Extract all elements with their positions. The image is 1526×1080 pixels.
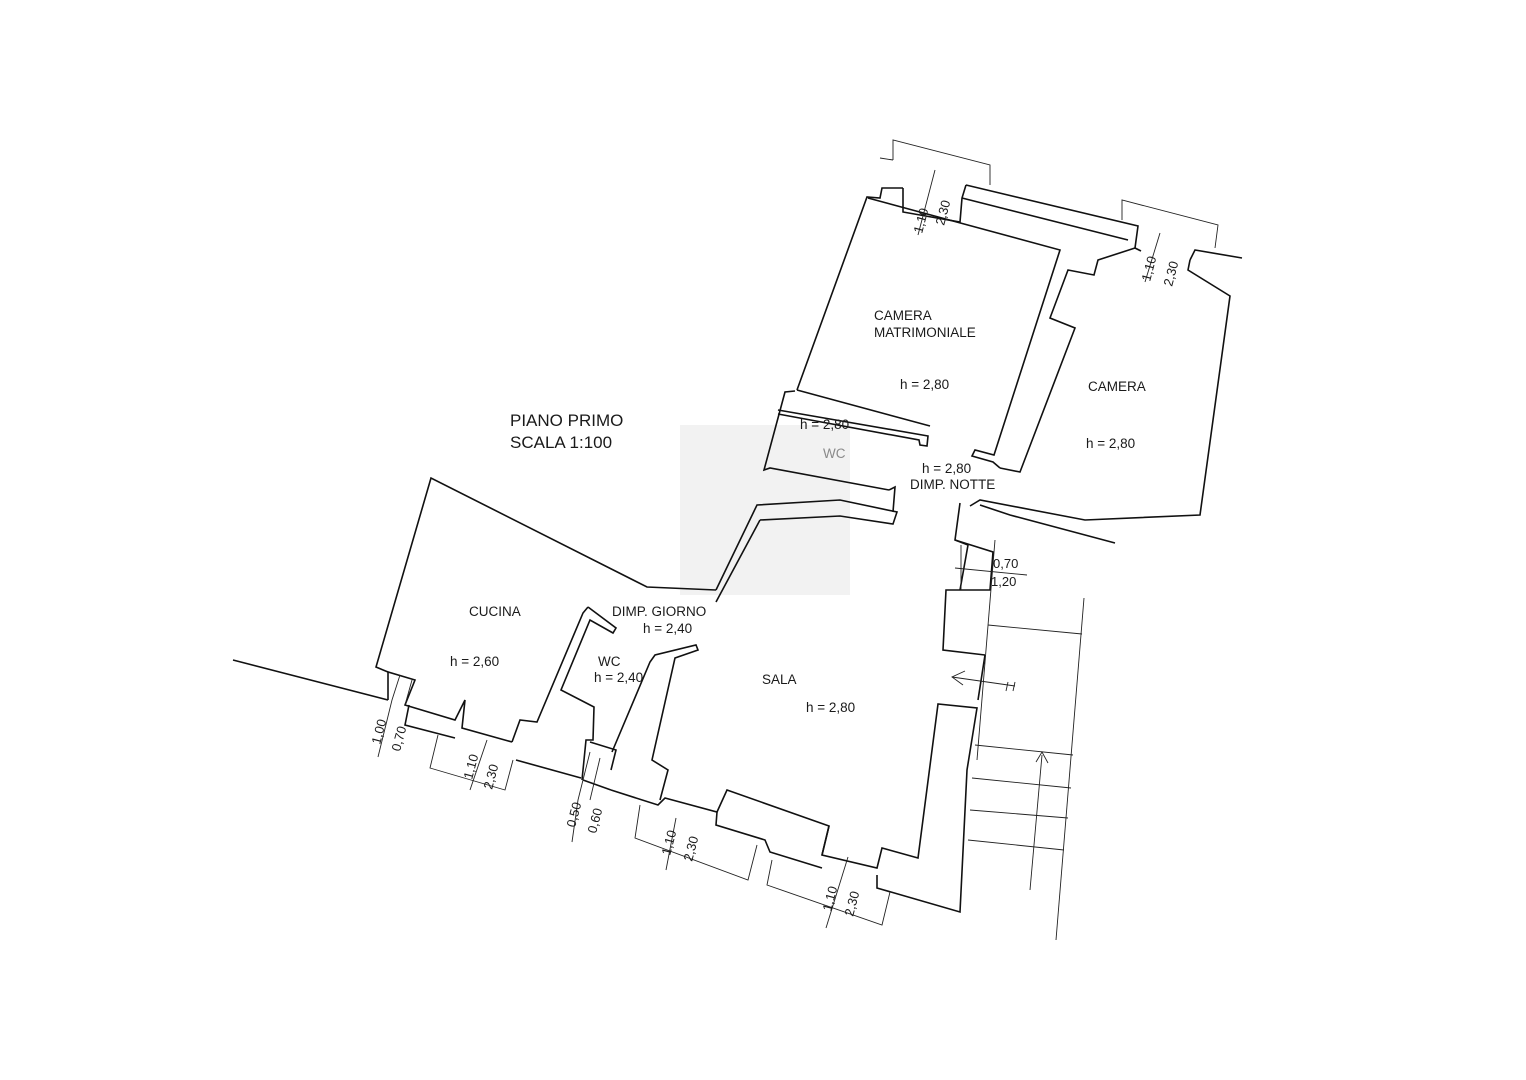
room-camera-matrimoniale-name-2: MATRIMONIALE: [874, 325, 976, 340]
room-wc-lower-name: WC: [598, 654, 621, 669]
room-cucina-height: h = 2,60: [450, 654, 499, 669]
plan-title: PIANO PRIMO: [510, 411, 623, 430]
door-right-height: 1,20: [991, 574, 1016, 589]
room-wc-upper-name: WC: [823, 446, 846, 461]
window-cucina-height: 2,30: [480, 762, 501, 790]
room-disimpegno-giorno-height: h = 2,40: [643, 621, 692, 636]
window-top-right-width: 1,10: [1138, 254, 1159, 282]
window-marks: [377, 139, 1219, 929]
plan-scale: SCALA 1:100: [510, 433, 612, 452]
door-right-width: 0,70: [993, 556, 1018, 571]
room-cucina-name: CUCINA: [469, 604, 521, 619]
window-sala-1-height: 2,30: [680, 834, 701, 862]
window-wc-lower-width: 0,50: [563, 800, 584, 828]
window-sala-1-width: 1,10: [658, 828, 679, 856]
room-disimpegno-notte-name: DIMP. NOTTE: [910, 477, 995, 492]
window-top-right-height: 2,30: [1160, 259, 1181, 287]
entry-arrow: [951, 670, 1016, 692]
staircase: [967, 539, 1085, 941]
walls: [232, 184, 1243, 914]
room-wc-lower-height: h = 2,40: [594, 670, 643, 685]
room-camera-matrimoniale-name-1: CAMERA: [874, 308, 932, 323]
room-camera-name: CAMERA: [1088, 379, 1146, 394]
watermark: [680, 425, 850, 595]
window-top-left-width: 1,10: [910, 206, 931, 234]
window-cucina-small-width: 1,00: [368, 717, 389, 745]
room-wc-upper-height: h = 2,80: [800, 417, 849, 432]
window-wc-lower-height: 0,60: [584, 806, 605, 834]
room-sala-height: h = 2,80: [806, 700, 855, 715]
room-camera-matrimoniale-height: h = 2,80: [900, 377, 949, 392]
window-cucina-small-height: 0,70: [388, 724, 409, 752]
room-disimpegno-notte-height: h = 2,80: [922, 461, 971, 476]
window-sala-2-height: 2,30: [841, 889, 862, 917]
window-sala-2-width: 1,10: [819, 884, 840, 912]
room-disimpegno-giorno-name: DIMP. GIORNO: [612, 604, 706, 619]
room-sala-name: SALA: [762, 672, 797, 687]
window-top-left-height: 2,30: [932, 198, 953, 226]
room-camera-height: h = 2,80: [1086, 436, 1135, 451]
window-cucina-width: 1,10: [460, 752, 481, 780]
